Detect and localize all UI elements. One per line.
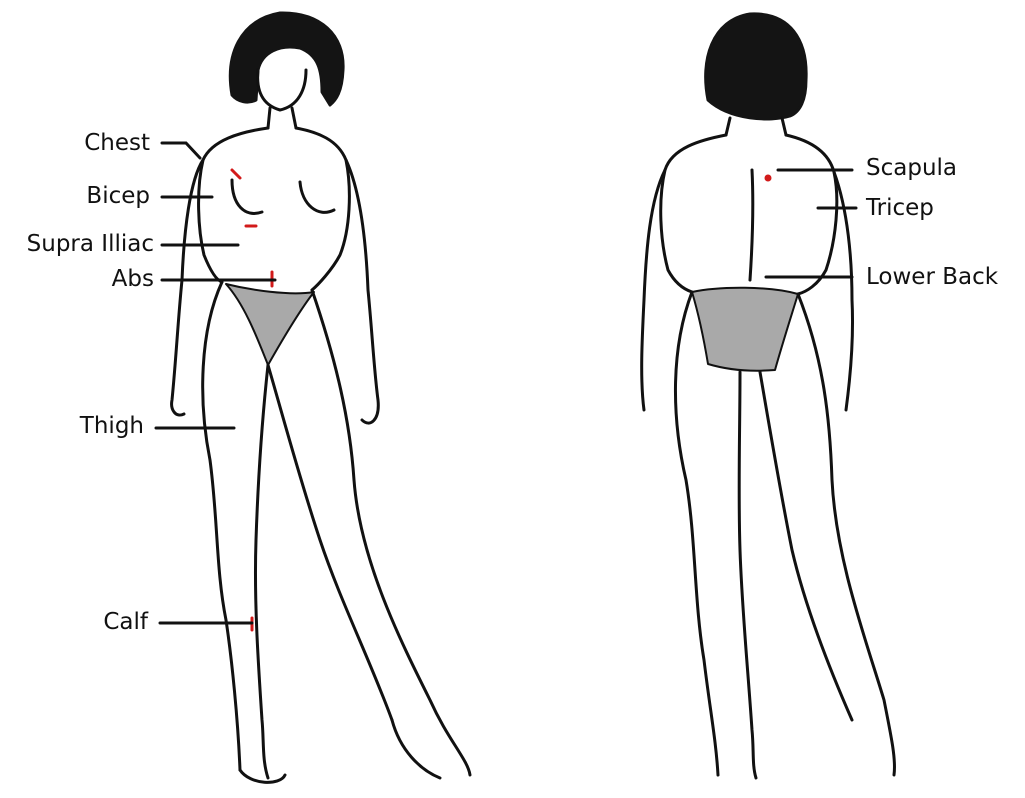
- back-leg-left-inner: [739, 372, 756, 778]
- tricep-label: Tricep: [866, 197, 934, 220]
- abs-label: Abs: [60, 268, 154, 291]
- back-leg-right: [798, 294, 895, 775]
- back-leg-right-inner: [760, 372, 852, 720]
- front-torso-left: [199, 128, 268, 282]
- chest-label: Chest: [60, 132, 150, 155]
- front-leg-left: [203, 282, 240, 770]
- front-figure: [172, 13, 470, 782]
- front-hair: [230, 13, 343, 105]
- thigh-label: Thigh: [50, 415, 144, 438]
- front-feet: [240, 720, 440, 782]
- front-leg-left-inner: [255, 365, 268, 778]
- back-hair: [706, 14, 807, 119]
- front-chest-right: [300, 182, 334, 212]
- back-garment: [692, 288, 798, 371]
- chest-marker: [232, 170, 240, 178]
- back-figure: [642, 14, 895, 778]
- front-leg-right-inner: [268, 365, 392, 720]
- leader-lines: [156, 143, 856, 623]
- front-face: [258, 70, 306, 110]
- lower-back-label: Lower Back: [866, 266, 998, 289]
- front-garment: [226, 284, 314, 365]
- bicep-label: Bicep: [60, 185, 150, 208]
- measurement-markers: [232, 170, 770, 630]
- calf-label: Calf: [50, 611, 148, 634]
- back-neck: [726, 118, 786, 135]
- scapula-label: Scapula: [866, 157, 957, 180]
- chest-leader: [162, 143, 200, 158]
- back-torso-left: [661, 135, 726, 292]
- scapula-marker: [766, 176, 770, 180]
- back-spine: [750, 170, 753, 280]
- supra-illiac-label: Supra Illiac: [4, 233, 154, 256]
- front-chest-left: [232, 180, 262, 213]
- front-torso-right: [296, 128, 349, 290]
- front-leg-right: [312, 290, 470, 775]
- back-torso-right: [786, 135, 837, 294]
